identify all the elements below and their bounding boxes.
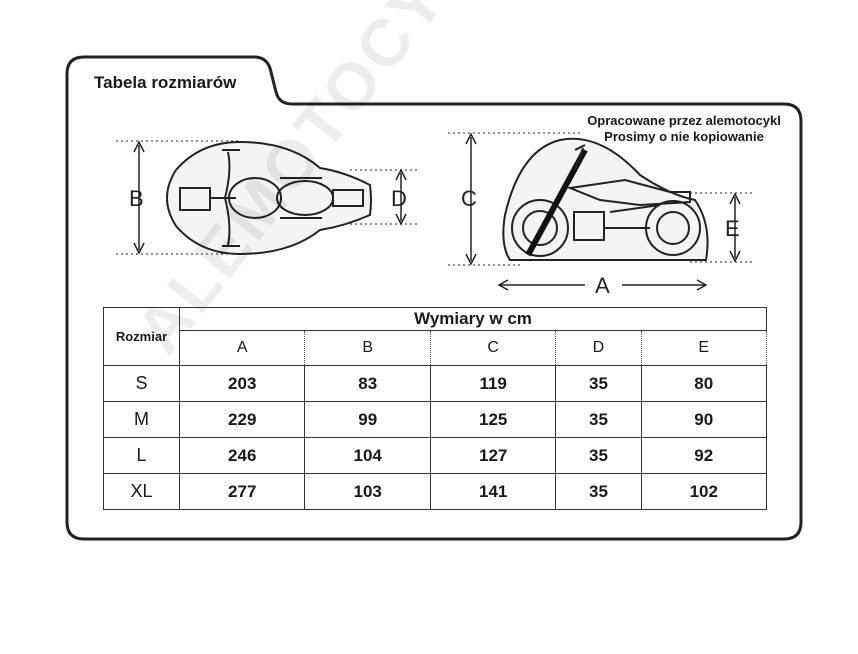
label-b: B <box>129 186 144 211</box>
value-cell: 119 <box>429 365 557 402</box>
value-cell: 102 <box>640 473 767 510</box>
size-header: Rozmiar <box>103 307 180 366</box>
value-cell: 246 <box>178 437 306 474</box>
value-cell: 203 <box>178 365 306 402</box>
size-cell: S <box>103 365 180 402</box>
label-a: A <box>595 273 610 298</box>
table-row: S 203 83 119 35 80 <box>103 365 767 402</box>
size-cell: M <box>103 401 180 438</box>
value-cell: 103 <box>304 473 431 510</box>
value-cell: 35 <box>555 401 642 438</box>
column-header: C <box>429 330 557 366</box>
value-cell: 80 <box>640 365 767 402</box>
table-row: M 229 99 125 35 90 <box>103 401 767 438</box>
side-view-diagram <box>448 132 752 291</box>
value-cell: 141 <box>429 473 557 510</box>
value-cell: 127 <box>429 437 557 474</box>
value-cell: 277 <box>178 473 306 510</box>
table-row: L 246 104 127 35 92 <box>103 437 767 474</box>
column-header: A <box>178 330 306 366</box>
copyright-note: Opracowane przez alemotocykl Prosimy o n… <box>566 113 802 145</box>
column-header: D <box>555 330 642 366</box>
value-cell: 35 <box>555 365 642 402</box>
column-header: B <box>304 330 431 366</box>
value-cell: 83 <box>304 365 431 402</box>
value-cell: 90 <box>640 401 767 438</box>
value-cell: 92 <box>640 437 767 474</box>
value-cell: 35 <box>555 473 642 510</box>
size-cell: L <box>103 437 180 474</box>
column-header: E <box>640 330 767 366</box>
size-table: Rozmiar Wymiary w cm A B C D E S 203 83 … <box>103 307 767 510</box>
value-cell: 125 <box>429 401 557 438</box>
value-cell: 99 <box>304 401 431 438</box>
label-e: E <box>725 216 740 241</box>
value-cell: 104 <box>304 437 431 474</box>
size-cell: XL <box>103 473 180 510</box>
value-cell: 35 <box>555 437 642 474</box>
label-d: D <box>391 186 407 211</box>
page-title: Tabela rozmiarów <box>94 73 237 92</box>
note-line: Opracowane przez alemotocykl <box>587 113 781 128</box>
dimensions-header: Wymiary w cm <box>179 307 767 331</box>
note-line: Prosimy o nie kopiowanie <box>604 129 764 144</box>
value-cell: 229 <box>178 401 306 438</box>
label-c: C <box>461 186 477 211</box>
table-row: XL 277 103 141 35 102 <box>103 473 767 510</box>
top-view-diagram <box>116 140 420 256</box>
